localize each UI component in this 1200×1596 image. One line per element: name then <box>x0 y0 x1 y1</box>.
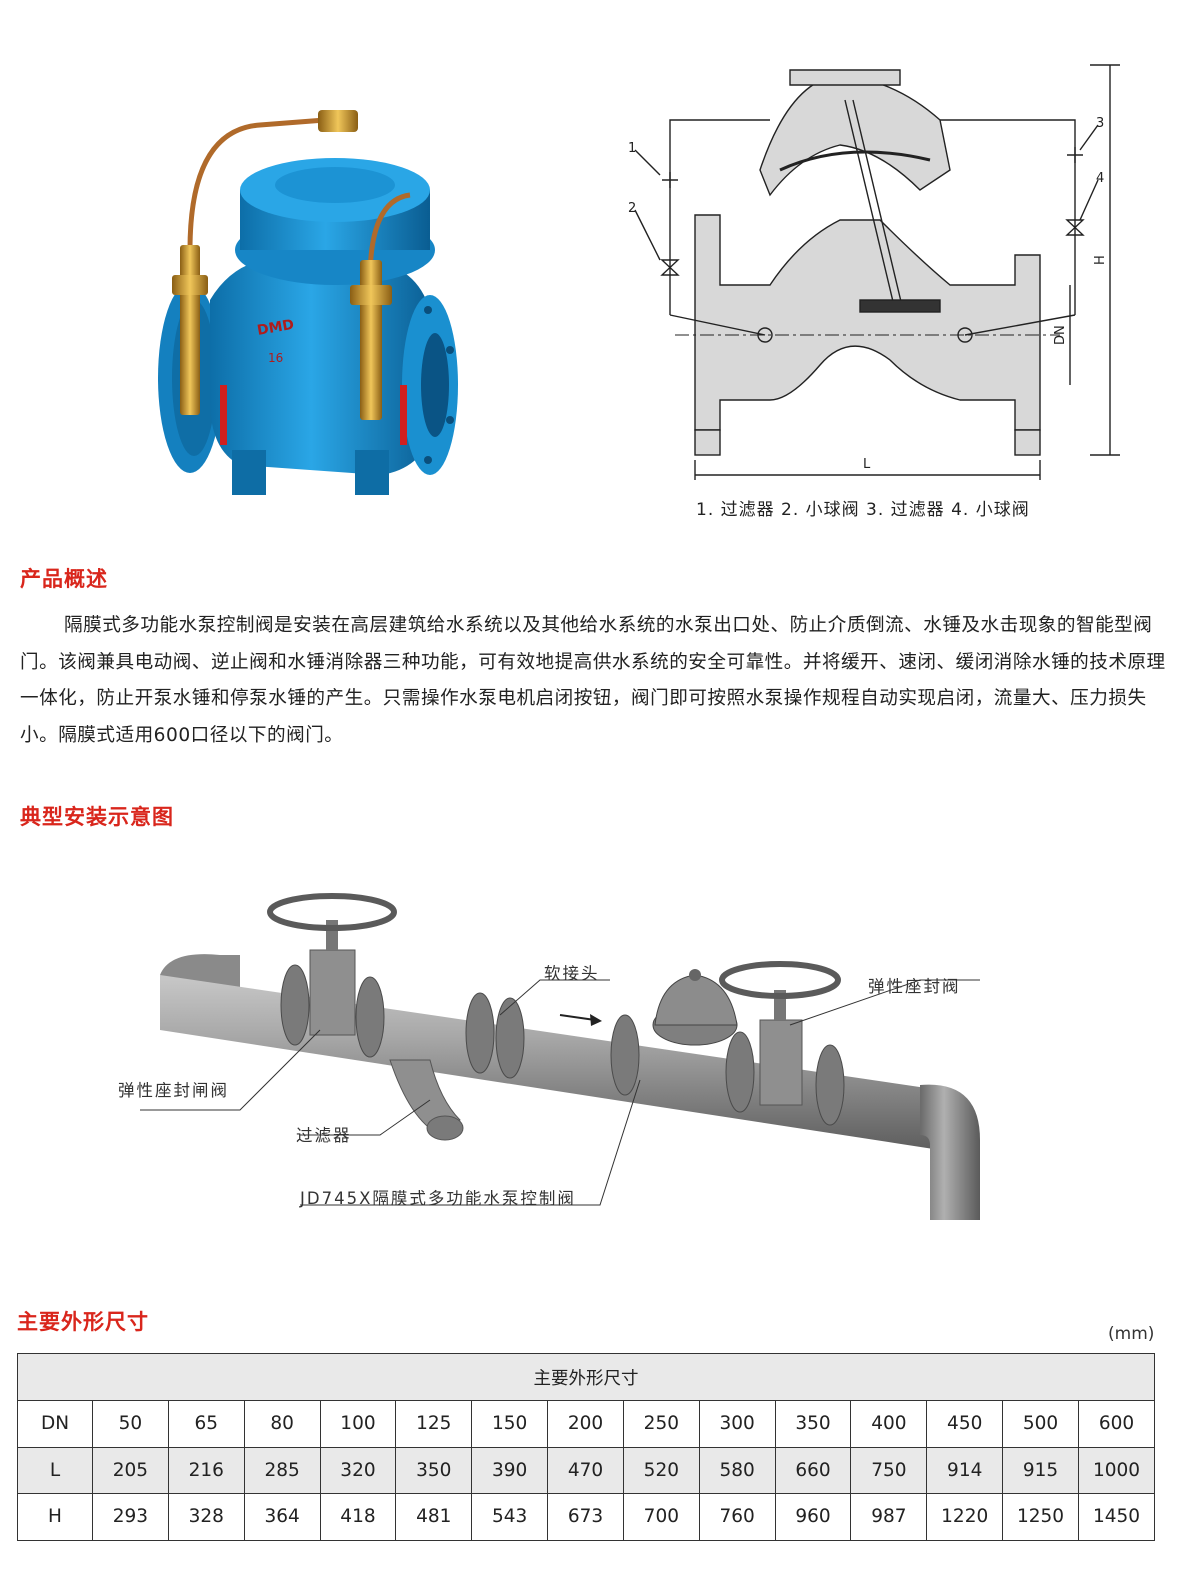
table-cell: 960 <box>774 1493 852 1541</box>
table-cell: 660 <box>774 1446 852 1494</box>
row-label: H <box>17 1493 93 1541</box>
table-cell: 65 <box>167 1400 245 1448</box>
label-resilient-gate-valve: 弹性座封闸阀 <box>118 1081 229 1100</box>
section-drawing: 1 2 3 4 H DN L <box>628 64 1120 480</box>
callout-1: 1 <box>628 141 636 156</box>
table-cell: 150 <box>471 1400 549 1448</box>
table-cell: 418 <box>319 1493 397 1541</box>
table-title: 主要外形尺寸 <box>17 1353 1155 1401</box>
table-cell: 500 <box>1002 1400 1079 1448</box>
table-cell: 450 <box>926 1400 1004 1448</box>
table-cell: 673 <box>547 1493 624 1541</box>
valve-pressure-mark: 16 <box>268 351 283 365</box>
table-cell: 390 <box>471 1446 549 1494</box>
table-row-l: L 205 216 285 320 350 390 470 520 580 66… <box>17 1446 1156 1494</box>
table-cell: 1000 <box>1077 1446 1156 1494</box>
callout-3: 3 <box>1096 116 1104 131</box>
table-cell: 216 <box>167 1446 245 1494</box>
label-filter: 过滤器 <box>296 1126 352 1145</box>
table-cell: 328 <box>167 1493 245 1541</box>
table-cell: 364 <box>243 1493 321 1541</box>
table-cell: 350 <box>395 1446 473 1494</box>
table-cell: 350 <box>774 1400 852 1448</box>
table-cell: 915 <box>1002 1446 1079 1494</box>
table-cell: 200 <box>547 1400 624 1448</box>
table-cell: 600 <box>1077 1400 1156 1448</box>
callout-2: 2 <box>628 201 636 216</box>
table-row-dn: DN 50 65 80 100 125 150 200 250 300 350 … <box>17 1400 1156 1448</box>
callout-4: 4 <box>1096 171 1104 186</box>
table-cell: 293 <box>92 1493 169 1541</box>
table-cell: 481 <box>395 1493 473 1541</box>
table-row-h: H 293 328 364 418 481 543 673 700 760 96… <box>17 1493 1156 1541</box>
table-cell: 760 <box>698 1493 776 1541</box>
table-cell: 580 <box>698 1446 776 1494</box>
dim-l-label: L <box>863 457 871 472</box>
table-cell: 100 <box>319 1400 397 1448</box>
table-cell: 1220 <box>926 1493 1004 1541</box>
table-cell: 543 <box>471 1493 549 1541</box>
table-cell: 250 <box>622 1400 700 1448</box>
table-cell: 320 <box>319 1446 397 1494</box>
table-title-row: 主要外形尺寸 <box>17 1353 1155 1401</box>
dim-h-label: H <box>1093 255 1108 265</box>
dim-dn-label: DN <box>1053 325 1068 345</box>
valve-brand-mark: DMD <box>256 317 295 339</box>
dimensions-table: 主要外形尺寸 DN 50 65 80 100 125 150 200 250 3… <box>17 1353 1156 1541</box>
overview-text: 隔膜式多功能水泵控制阀是安装在高层建筑给水系统以及其他给水系统的水泵出口处、防止… <box>20 615 1166 746</box>
table-cell: 750 <box>850 1446 928 1494</box>
install-heading: 典型安装示意图 <box>20 805 174 829</box>
table-cell: 125 <box>395 1400 473 1448</box>
label-control-valve: JD745X隔膜式多功能水泵控制阀 <box>300 1189 576 1208</box>
table-cell: 300 <box>698 1400 776 1448</box>
table-cell: 1250 <box>1002 1493 1079 1541</box>
label-resilient-valve: 弹性座封阀 <box>868 977 961 996</box>
install-diagram <box>140 893 980 1220</box>
label-soft-joint: 软接头 <box>544 964 600 983</box>
table-cell: 914 <box>926 1446 1004 1494</box>
valve-photo: DMD 16 <box>158 110 458 495</box>
section-caption: 1. 过滤器 2. 小球阀 3. 过滤器 4. 小球阀 <box>696 500 1030 520</box>
table-cell: 1450 <box>1077 1493 1156 1541</box>
table-cell: 700 <box>622 1493 700 1541</box>
overview-heading: 产品概述 <box>20 567 108 591</box>
table-cell: 470 <box>547 1446 624 1494</box>
table-cell: 285 <box>243 1446 321 1494</box>
table-cell: 80 <box>243 1400 321 1448</box>
table-cell: 205 <box>92 1446 169 1494</box>
row-label: L <box>17 1446 93 1494</box>
unit-label: (mm) <box>1108 1324 1155 1344</box>
row-label: DN <box>17 1400 93 1448</box>
overview-paragraph: 隔膜式多功能水泵控制阀是安装在高层建筑给水系统以及其他给水系统的水泵出口处、防止… <box>20 608 1182 754</box>
table-cell: 400 <box>850 1400 928 1448</box>
table-cell: 50 <box>92 1400 169 1448</box>
table-cell: 520 <box>622 1446 700 1494</box>
table-cell: 987 <box>850 1493 928 1541</box>
dimensions-heading: 主要外形尺寸 <box>17 1310 149 1334</box>
